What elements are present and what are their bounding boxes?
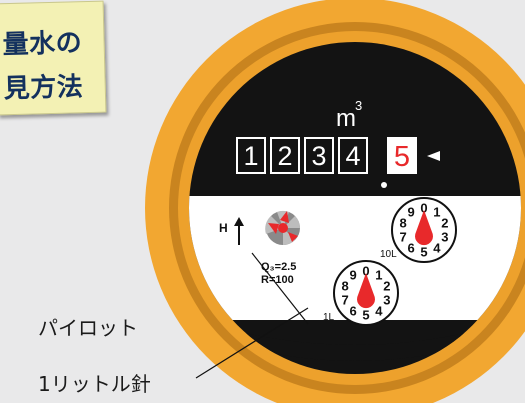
red-needle-icon — [356, 273, 375, 309]
dial-10l-number: 4 — [433, 240, 441, 255]
dial-10l-number: 7 — [399, 229, 406, 244]
dial-1l-number: 8 — [341, 279, 348, 294]
digit-box-red: 5 — [387, 137, 417, 174]
spec-q3: Q₃=2.5 — [261, 261, 296, 273]
callout-pilot-label: パイロット — [38, 316, 138, 340]
digit-box-1: 1 — [236, 137, 266, 174]
unit-m: m — [336, 105, 356, 132]
face-lower-band — [190, 318, 520, 361]
digit-box-3: 3 — [304, 137, 334, 174]
dial-1l-label: 1L — [323, 312, 335, 323]
digit-1: 1 — [243, 141, 258, 171]
dial-1l-number: 9 — [349, 268, 356, 283]
digit-box-4: 4 — [338, 137, 368, 174]
digit-3: 3 — [311, 141, 326, 171]
digit-2: 2 — [277, 141, 292, 171]
up-arrow-icon — [234, 217, 244, 245]
digit-box-2: 2 — [270, 137, 300, 174]
dial-1l-number: 5 — [362, 308, 369, 323]
needle-callout-line — [195, 307, 309, 379]
dial-10l-label: 10L — [380, 249, 397, 260]
red-needle-icon — [415, 210, 434, 246]
dial-10l-number: 0 — [420, 201, 427, 216]
digit-4: 4 — [345, 141, 360, 171]
unit-exponent: 3 — [355, 98, 362, 113]
dial-1l-number: 0 — [362, 264, 369, 279]
red-triangle-marker-icon — [427, 151, 440, 161]
dial-1l-number: 6 — [349, 303, 356, 318]
dial-1l-number: 4 — [375, 303, 383, 318]
dial-10l-number: 3 — [441, 229, 448, 244]
dial-10l-number: 9 — [407, 205, 414, 220]
h-label: H — [219, 221, 228, 235]
callout-needle-label: 1リットル針 — [38, 372, 151, 396]
spec-r: R=100 — [261, 274, 294, 286]
dial-10l-number: 8 — [399, 216, 406, 231]
dial-10l-number: 2 — [441, 216, 448, 231]
dial-1l-number: 2 — [383, 279, 390, 294]
digit-red: 5 — [394, 141, 410, 173]
dial-1l-number: 7 — [341, 292, 348, 307]
dial-10l-number: 6 — [407, 240, 414, 255]
dial-10l-number: 5 — [420, 245, 427, 260]
dial-10l-number: 1 — [433, 205, 440, 220]
dial-1l-number: 3 — [383, 292, 390, 307]
pilot-callout-line — [251, 252, 309, 325]
pilot-star-icon — [265, 210, 300, 245]
decimal-dot — [381, 182, 387, 188]
dial-1l-number: 1 — [375, 268, 382, 283]
